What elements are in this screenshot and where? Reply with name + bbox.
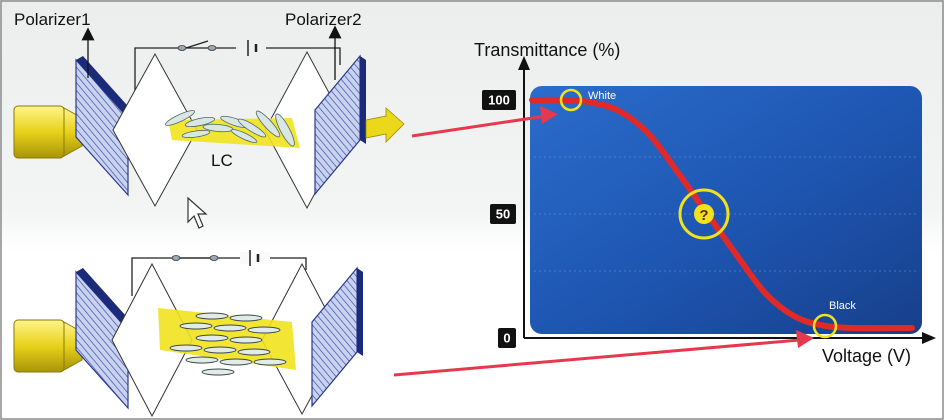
- data-point: [822, 324, 826, 328]
- y-tick-box: [498, 328, 516, 348]
- y-tick-box: [490, 204, 516, 224]
- data-point: [588, 100, 592, 104]
- light-source-bottom: [13, 319, 83, 373]
- switch-bottom: [171, 255, 219, 261]
- y-tick-100: 100: [482, 90, 516, 110]
- polarizer1-top-edge: [76, 56, 135, 118]
- black-marker: [812, 313, 838, 339]
- data-point: [618, 109, 622, 113]
- y-axis-arrowhead: [518, 56, 530, 70]
- battery-top: [236, 40, 266, 56]
- polarizer1-label: Polarizer1: [14, 10, 91, 29]
- pointer-arrow-bottom: [393, 330, 814, 377]
- data-point: [735, 253, 739, 257]
- transmittance-chart: 100 50 0 Transmittance (%) Voltage (V) Whi…: [474, 40, 936, 366]
- output-light-arrow: [365, 107, 405, 143]
- polarizer1-bottom-edge: [76, 268, 135, 330]
- polarizer2-label: Polarizer2: [285, 10, 362, 29]
- data-point: [910, 326, 914, 330]
- black-label: Black: [829, 300, 856, 312]
- data-point: [764, 292, 768, 296]
- data-point: [530, 98, 534, 102]
- y-axis-label: Transmittance (%): [474, 40, 620, 60]
- lc-molecules-bottom: [169, 312, 287, 376]
- y-tick-label: 50: [496, 207, 510, 222]
- lcd-cell-top: [13, 25, 405, 210]
- x-axis-arrowhead: [922, 332, 936, 344]
- pointer-arrow-top: [411, 106, 558, 138]
- data-point: [676, 171, 680, 175]
- y-tick-labels: 100 50 0: [482, 90, 516, 348]
- light-source-top: [13, 105, 83, 159]
- white-marker: [559, 88, 583, 112]
- lc-label: LC: [211, 151, 233, 170]
- question-marker: [678, 188, 730, 240]
- circuit-wire-bottom: [131, 257, 307, 296]
- series-line: [529, 96, 915, 332]
- mouse-cursor-icon: [187, 196, 208, 229]
- polarizer2-bottom-edge: [357, 268, 363, 356]
- data-point: [881, 326, 885, 330]
- y-tick-label: 100: [488, 93, 510, 108]
- data-point: [793, 315, 797, 319]
- data-point: [852, 326, 856, 330]
- lc-molecules-top: [165, 110, 295, 147]
- x-axis-label: Voltage (V): [822, 346, 911, 366]
- chart-gridlines: [534, 156, 918, 272]
- y-tick-box: [482, 90, 516, 110]
- chart-panel: [530, 86, 922, 334]
- lcd-cell-bottom: [13, 250, 363, 418]
- data-point: [647, 132, 651, 136]
- y-tick-label: 0: [503, 331, 510, 346]
- question-badge: [694, 204, 714, 224]
- question-mark: ?: [699, 207, 708, 224]
- switch-top: [177, 40, 217, 51]
- polarizer2-top-edge: [360, 56, 366, 144]
- battery-bottom: [240, 250, 270, 266]
- white-label: White: [588, 90, 616, 102]
- y-tick-0: 0: [498, 328, 516, 348]
- y-tick-50: 50: [490, 204, 516, 224]
